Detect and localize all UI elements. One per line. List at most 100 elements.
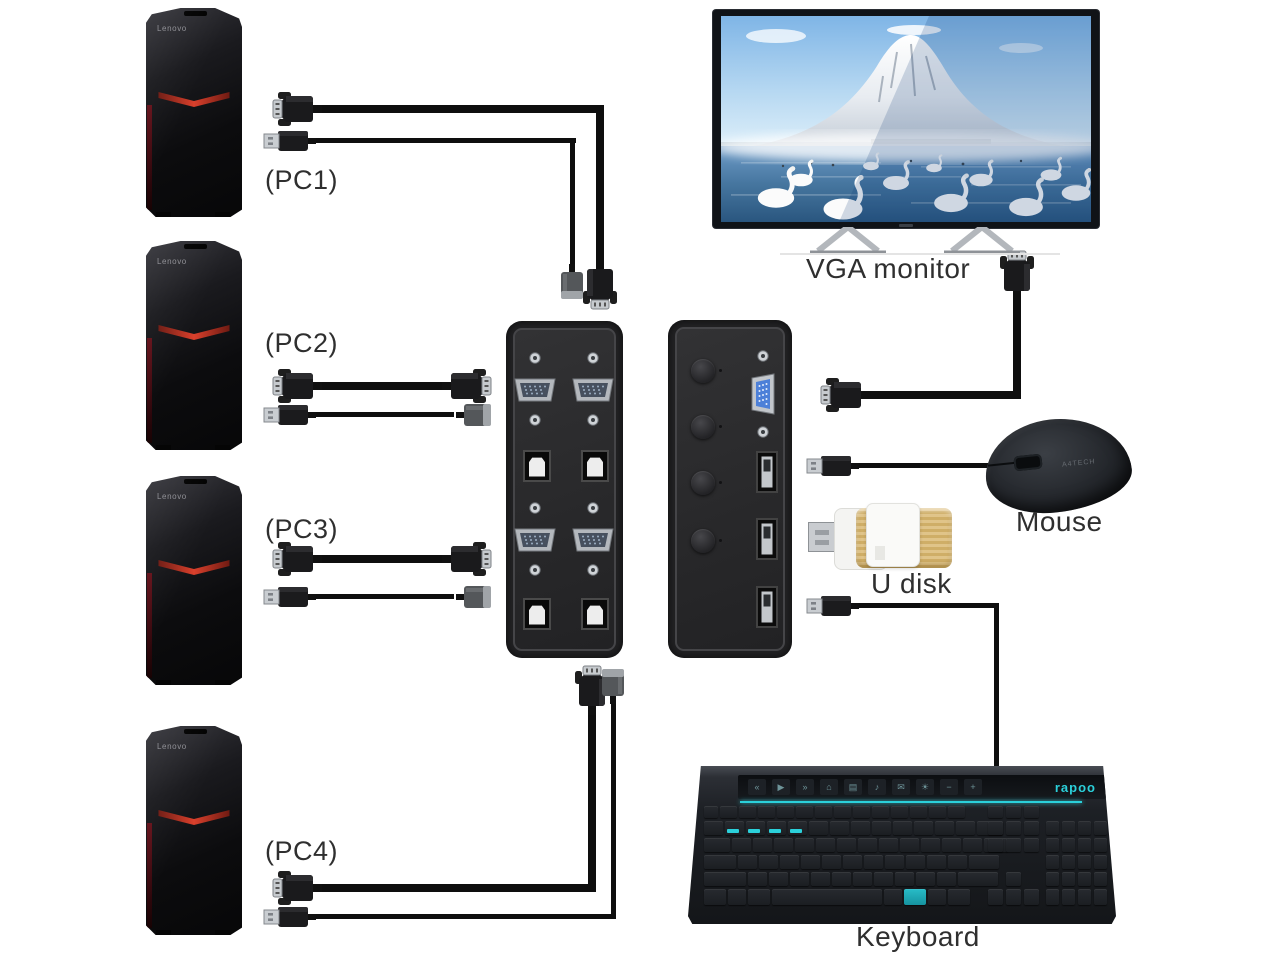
- keyboard-key: [728, 889, 746, 905]
- keyboard-key: [1094, 889, 1107, 905]
- keyboard-key: [906, 855, 925, 869]
- keyboard-key: [704, 838, 730, 852]
- keyboard-key: [874, 872, 893, 886]
- cable-segment: [611, 701, 616, 917]
- keyboard-key: [1046, 855, 1059, 869]
- kvm-select-button-2: [691, 415, 722, 439]
- keyboard-key: [1094, 838, 1107, 852]
- cable-segment: [856, 603, 998, 608]
- usb-a-connector: [805, 454, 859, 478]
- keyboard-key: [1062, 889, 1075, 905]
- screw-hole: [587, 352, 599, 364]
- lenovo-logo: Lenovo: [157, 492, 187, 501]
- keyboard-key: [1062, 838, 1075, 852]
- screw-hole: [587, 502, 599, 514]
- vga-port: [569, 527, 617, 553]
- keyboard-key: [958, 872, 998, 886]
- udisk-usb-plug: [808, 522, 838, 552]
- keyboard-key: [732, 838, 751, 852]
- media-key-icon: +: [964, 779, 982, 795]
- keyboard-key: [769, 872, 788, 886]
- pc-tower-4: Lenovo: [146, 726, 242, 935]
- keyboard: «▶»⌂▤♪✉☀−+ rapoo: [688, 766, 1116, 924]
- usb-a-connector: [262, 403, 316, 427]
- keyboard-key: [815, 806, 832, 818]
- cable-segment: [312, 594, 454, 599]
- monitor-stand: [780, 227, 1060, 255]
- keyboard-key: [720, 806, 737, 818]
- usb-a-connector: [262, 585, 316, 609]
- keyboard-key: [1046, 838, 1059, 852]
- usb-a-port: [756, 586, 778, 628]
- tower-red-strip: [147, 337, 152, 443]
- keyboard-key: [811, 872, 830, 886]
- keyboard-key: [1006, 838, 1021, 852]
- tower-foot: [156, 212, 171, 217]
- tower-red-strip: [147, 572, 152, 678]
- keyboard-key: [1046, 889, 1059, 905]
- keyboard-key: [948, 855, 967, 869]
- vga-monitor: [713, 10, 1099, 228]
- keyboard-key: [748, 889, 770, 905]
- keyboard-key: [900, 838, 919, 852]
- keyboard-key: [929, 806, 946, 818]
- keyboard-key: [822, 855, 841, 869]
- keyboard-key: [1024, 838, 1039, 852]
- usb-b-connector: [559, 264, 585, 304]
- vga-connector: [582, 260, 618, 316]
- screw-hole: [587, 564, 599, 576]
- keyboard-key: [927, 855, 946, 869]
- keyboard-key: [910, 806, 927, 818]
- mouse-scroll-wheel: [1013, 453, 1043, 472]
- keyboard-key: [921, 838, 940, 852]
- pc2-label: (PC2): [265, 328, 339, 358]
- kvm-select-button-1: [691, 359, 722, 383]
- keyboard-key: [942, 838, 961, 852]
- cable-segment: [312, 412, 454, 417]
- tower-vent: [184, 479, 208, 484]
- screw-hole: [757, 350, 769, 362]
- keyboard-label: Keyboard: [856, 921, 980, 952]
- keyboard-key: [864, 855, 883, 869]
- keyboard-key: [904, 889, 926, 905]
- lenovo-logo: Lenovo: [157, 24, 187, 33]
- cable-segment: [318, 555, 446, 563]
- kvm-select-button-3: [691, 471, 722, 495]
- media-key-icon: ☀: [916, 779, 934, 795]
- keyboard-key: [1078, 821, 1091, 835]
- tower-vent: [184, 11, 208, 16]
- keyboard-key: [753, 838, 772, 852]
- tower-vent: [184, 729, 208, 734]
- cable-segment: [318, 105, 604, 113]
- keyboard-key: [816, 838, 835, 852]
- cable-segment: [318, 884, 596, 892]
- tower-facet-highlight: [146, 241, 242, 450]
- keyboard-key: [1094, 855, 1107, 869]
- keyboard-key: [738, 855, 757, 869]
- usb-b-port: [523, 598, 551, 630]
- keyboard-key: [790, 872, 809, 886]
- keyboard-key: [1006, 872, 1021, 886]
- keyboard-key: [704, 855, 736, 869]
- keyboard-key: [1062, 855, 1075, 869]
- keyboard-key: [872, 821, 891, 835]
- keyboard-key: [1078, 872, 1091, 886]
- pc-tower-1: Lenovo: [146, 8, 242, 217]
- usb-a-connector: [805, 594, 859, 618]
- vga-connector: [266, 541, 322, 577]
- keyboard-key: [1062, 821, 1075, 835]
- tower-facet-highlight: [146, 726, 242, 935]
- keyboard-key: [893, 821, 912, 835]
- usb-b-connector: [456, 402, 496, 428]
- keyboard-key: [704, 806, 718, 818]
- usb-b-port: [581, 450, 609, 482]
- keyboard-key: [1024, 889, 1039, 905]
- cable-segment: [588, 711, 596, 889]
- usb-a-connector: [262, 129, 316, 153]
- keyboard-key: [884, 889, 902, 905]
- keyboard-key: [759, 855, 778, 869]
- cable-segment: [864, 391, 1021, 399]
- keyboard-key: [988, 838, 1003, 852]
- keyboard-key: [858, 838, 877, 852]
